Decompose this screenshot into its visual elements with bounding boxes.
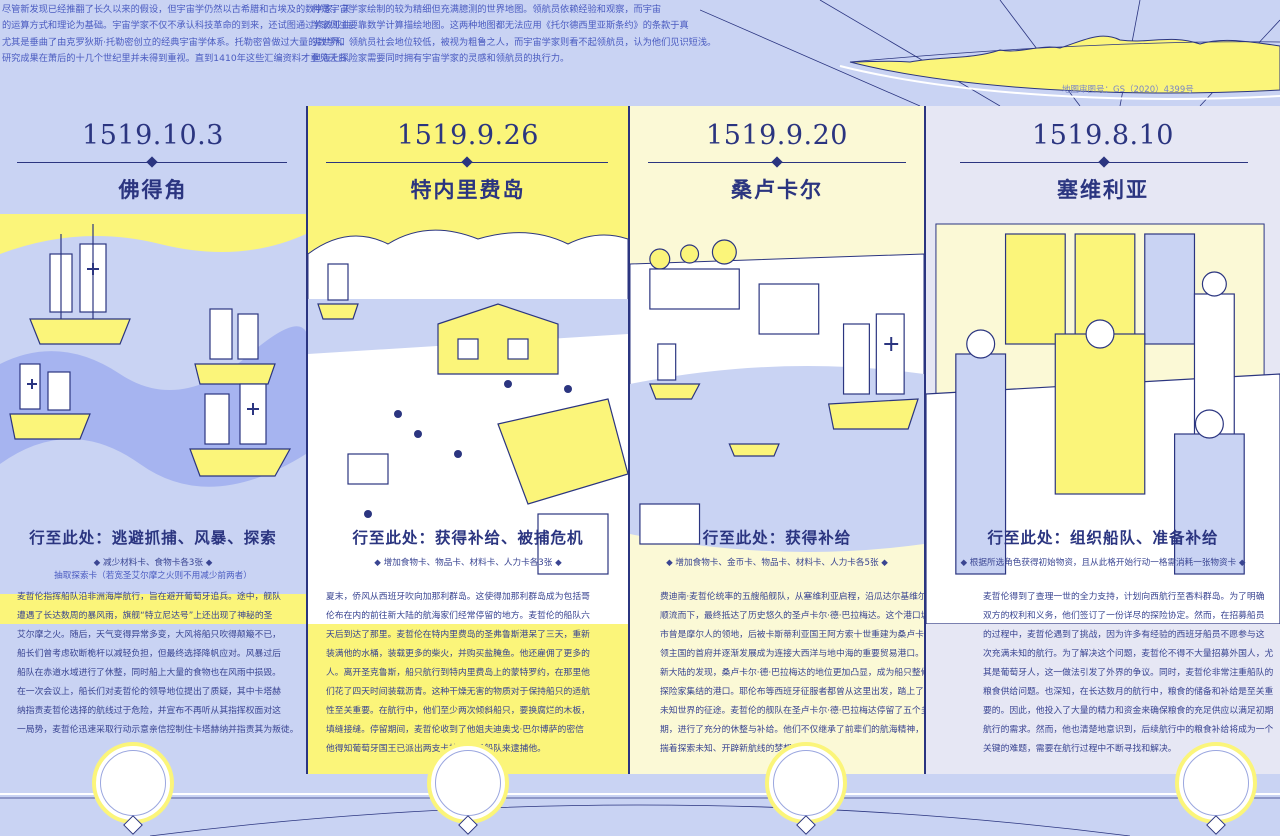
body-line: 次充满未知的航行。为了解决这个问题，麦哲伦不得不大量招募外国人，尤	[983, 649, 1274, 659]
body-line: 性至关重要。在航行中，他们至少两次倾斜船只，要换腐烂的木板，	[326, 706, 590, 716]
stop-perk: ◆ 增加食物卡、金币卡、物品卡、材料卡、人力卡各5张 ◆	[630, 557, 924, 570]
stop-body: 夏末，侨风从西班牙吹向加那利群岛。这使得加那利群岛成为包括哥 伦布在内的前往新大…	[326, 588, 590, 759]
perk-line: ◆ 减少材料卡、食物卡各3张 ◆	[93, 558, 213, 568]
storm-ships-illustration	[0, 214, 306, 624]
stop-perk: ◆ 减少材料卡、食物卡各3张 ◆ 抽取探索卡（若宽圣艾尔摩之火则不用减少前两者）	[0, 557, 306, 583]
globe-marker-icon[interactable]	[765, 742, 847, 824]
globe-marker-icon[interactable]	[427, 742, 509, 824]
body-line: 双方的权利和义务，他们签订了一份详尽的探险协定。然而，在招募船员	[983, 611, 1265, 621]
intro-line: 尽管新发现已经推翻了长久以来的假设，但宇宙学仍然以古希腊和古埃及的数学家、天	[2, 4, 352, 15]
globe-marker-icon[interactable]	[92, 742, 174, 824]
rule-diamond-icon	[146, 156, 158, 168]
intro-text-right: 种是宇宙学家绘制的较为精细但充满臆测的世界地图。领航员依赖经验和观察，而宇宙 学…	[312, 2, 717, 68]
body-line: 伦布在内的前往新大陆的航海家们经常停留的地方。麦哲伦的船队六	[326, 611, 590, 621]
intro-line: 的运算方式和理论为基础。宇宙学家不仅不承认科技革命的到来，还试图通过修改亚曲	[2, 20, 352, 32]
stop-body: 费迪南·麦哲伦统率的五艘船舰队，从塞维利亚启程，沿瓜达尔基维尔河 顺流而下，最终…	[660, 588, 924, 759]
mountain-horizon-decoration	[700, 0, 1280, 106]
body-line: 船队在赤道水域进行了休整，同时船上大量的食物也在风雨中损毁。	[17, 668, 281, 678]
body-line: 费迪南·麦哲伦统率的五艘船舰队，从塞维利亚启程，沿瓜达尔基维尔河	[660, 592, 924, 602]
body-line: 们花了四天时间装载沥青。这种干燥无害的物质对于保持船只的适航	[326, 687, 590, 697]
body-line: 期，进行了充分的休整与补给。他们不仅继承了前辈们的航海精神，更怀	[660, 725, 924, 735]
rule-diamond-icon	[461, 156, 473, 168]
body-line: 一局势，麦哲伦迅速采取行动示意亲信控制住卡塔赫纳并指责其为叛徒。	[17, 725, 299, 735]
body-line: 麦哲伦得到了查理一世的全力支持，计划向西航行至香料群岛。为了明确	[983, 592, 1265, 602]
stop-subtitle: 行至此处：组织船队、准备补给	[987, 529, 1219, 547]
stop-date: 1519.10.3	[82, 120, 224, 151]
body-line: 航行的需求。然而，他也清楚地意识到，后续航行中的粮食补给将成为一个	[983, 725, 1274, 735]
stop-header: 1519.8.10 塞维利亚	[926, 106, 1280, 231]
intro-line: 尤其是垂曲了由克罗狄斯·托勒密创立的经典宇宙学体系。托勒密曾做过大量的数学和	[2, 36, 345, 48]
stop-subtitle: 行至此处：获得补给、被捕危机	[352, 529, 584, 547]
stop-body: 麦哲伦指挥船队沿非洲海岸航行，旨在避开葡萄牙追兵。途中，舰队 遭遇了长达数周的暴…	[17, 588, 299, 740]
stop-date: 1519.9.26	[397, 120, 539, 151]
intro-line: 学家则主要靠数学计算描绘地图。这两种地图都无法应用《托尔德西里亚斯条约》的条款于…	[312, 20, 689, 32]
stop-place: 桑卢卡尔	[731, 178, 823, 202]
body-line: 领主国的首府并逐渐发展成为连接大西洋与地中海的重要贸易港口。随着	[660, 649, 924, 659]
body-line: 夏末，侨风从西班牙吹向加那利群岛。这使得加那利群岛成为包括哥	[326, 592, 590, 602]
port-city-illustration	[630, 214, 924, 624]
intro-line: 研究成果在萧后的十几个世纪里并未得到重视。直到1410年这些汇编资料才重见天日。	[2, 53, 357, 65]
body-line: 艾尔摩之火。随后，天气变得异常多变，大风将船只吹得颠簸不已，	[17, 630, 281, 640]
royal-court-illustration	[926, 214, 1280, 624]
body-line: 粮食供给问题。也深知，在长达数月的航行中，粮食的储备和补给是至关重	[983, 687, 1274, 697]
route-band	[0, 774, 1280, 836]
stop-subtitle: 行至此处：获得补给	[702, 529, 852, 547]
stop-panel-seville: 1519.8.10 塞维利亚 行至此处：组织船队、准备补给 ◆ 根据所选角色获得…	[924, 106, 1280, 774]
route-lines	[0, 793, 1280, 836]
intro-band: 尽管新发现已经推翻了长久以来的假设，但宇宙学仍然以古希腊和古埃及的数学家、天 的…	[0, 0, 1280, 106]
stop-header: 1519.9.20 桑卢卡尔	[630, 106, 924, 231]
body-line: 其是葡萄牙人，这一做法引发了外界的争议。同时，麦哲伦非常注重船队的	[983, 668, 1274, 678]
rule-diamond-icon	[1098, 156, 1110, 168]
body-line: 在一次会议上，船长们对麦哲伦的领导地位提出了质疑，其中卡塔赫	[17, 687, 281, 697]
perk-line: ◆ 增加食物卡、物品卡、材料卡、人力卡各3张 ◆	[374, 558, 562, 568]
body-line: 的过程中，麦哲伦遇到了挑战，因为许多有经验的西班牙船员不愿参与这	[983, 630, 1265, 640]
stop-subtitle: 行至此处：逃避抓捕、风暴、探索	[29, 529, 277, 547]
body-line: 揣着探索未知、开辟新航线的梦想。	[660, 744, 801, 754]
intro-line: 但海上探险家需要同时拥有宇宙学家的灵感和领航员的执行力。	[312, 53, 570, 65]
rule-diamond-icon	[771, 156, 783, 168]
body-line: 关键的难题，需要在航行过程中不断寻找和解决。	[983, 744, 1177, 754]
stop-panel-cape-verde: 1519.10.3 佛得角 行至	[0, 106, 306, 774]
stop-place: 塞维利亚	[1057, 178, 1149, 202]
body-line: 探险家集结的港口。耶伦布等西班牙征服者都曾从这里出发，踏上了征服	[660, 687, 924, 697]
stop-header: 1519.9.26 特内里费岛	[308, 106, 628, 231]
stop-panel-tenerife: 1519.9.26 特内里费岛 行至此处：获得补给、被捕危机 ◆ 增加食物卡、物…	[306, 106, 628, 774]
stop-place: 佛得角	[118, 178, 188, 202]
body-line: 未知世界的征途。麦哲伦的舰队在圣卢卡尔·德·巴拉梅达停留了五个多星	[660, 706, 924, 716]
harbor-market-illustration	[308, 214, 628, 624]
perk-line: 抽取探索卡（若宽圣艾尔摩之火则不用减少前两者）	[54, 571, 252, 581]
perk-line: ◆ 增加食物卡、金币卡、物品卡、材料卡、人力卡各5张 ◆	[666, 558, 888, 568]
body-line: 人。离开圣克鲁斯，船只航行到特内里费岛上的蒙特罗约，在那里他	[326, 668, 590, 678]
body-line: 市曾是摩尔人的领地，后被卡斯蒂利亚国王阿方索十世重建为桑卢卡尔	[660, 630, 924, 640]
stop-perk: ◆ 根据所选角色获得初始物资，且从此格开始行动一格需消耗一张物资卡 ◆	[926, 557, 1280, 570]
body-line: 遭遇了长达数周的暴风雨，旗舰“特立尼达号”上还出现了神秘的圣	[17, 611, 273, 621]
perk-line: ◆ 根据所选角色获得初始物资，且从此格开始行动一格需消耗一张物资卡 ◆	[960, 558, 1246, 568]
body-line: 顺流而下，最终抵达了历史悠久的圣卢卡尔·德·巴拉梅达。这个港口城	[660, 611, 924, 621]
intro-line: 种是宇宙学家绘制的较为精细但充满臆测的世界地图。领航员依赖经验和观察，而宇宙	[312, 4, 662, 15]
globe-marker-icon[interactable]	[1175, 742, 1257, 824]
intro-line: 实世界。领航员社会地位较低，被视为粗鲁之人，而宇宙学家则看不起领航员，认为他们见…	[312, 36, 717, 48]
intro-text-left: 尽管新发现已经推翻了长久以来的假设，但宇宙学仍然以古希腊和古埃及的数学家、天 的…	[2, 2, 357, 68]
stop-place: 特内里费岛	[410, 178, 526, 202]
stop-perk: ◆ 增加食物卡、物品卡、材料卡、人力卡各3张 ◆	[308, 557, 628, 570]
body-line: 他得知葡萄牙国王已派出两支卡拉维尔帆船队来逮捕他。	[326, 744, 546, 754]
body-line: 新大陆的发现，桑卢卡尔·德·巴拉梅达的地位更加凸显，成为船只整修与	[660, 668, 924, 678]
body-line: 填缝接缝。停留期间，麦哲伦收到了他姐夫迪奥戈·巴尔博萨的密信	[326, 725, 584, 735]
stop-body: 麦哲伦得到了查理一世的全力支持，计划向西航行至香料群岛。为了明确 双方的权利和义…	[983, 588, 1273, 759]
map-approval-number: 地图审图号：GS（2020）4399号	[1062, 85, 1194, 95]
stop-date: 1519.9.20	[706, 120, 848, 151]
stop-date: 1519.8.10	[1032, 120, 1174, 151]
body-line: 麦哲伦指挥船队沿非洲海岸航行，旨在避开葡萄牙追兵。途中，舰队	[17, 592, 281, 602]
body-line: 船长们曾考虑砍断桅杆以减轻负担，但最终选择降帆应对。风暴过后	[17, 649, 281, 659]
body-line: 纳指责麦哲伦选择的航线过于危险，并宣布不再听从其指挥权面对这	[17, 706, 281, 716]
stop-header: 1519.10.3 佛得角	[0, 106, 306, 231]
body-line: 装满他的水桶，装载更多的柴火，并购买盐腌鱼。他还雇佣了更多的	[326, 649, 590, 659]
body-line: 要的。因此，他投入了大量的精力和资金来确保粮食的充足供应以满足初期	[983, 706, 1274, 716]
stop-panel-sanlucar: 1519.9.20 桑卢卡尔 行至此处：获得补给 ◆ 增加食物卡、金币卡、物品卡…	[628, 106, 924, 774]
body-line: 天后到达了那里。麦哲伦在特内里费岛的圣弗鲁斯港呆了三天，重新	[326, 630, 590, 640]
